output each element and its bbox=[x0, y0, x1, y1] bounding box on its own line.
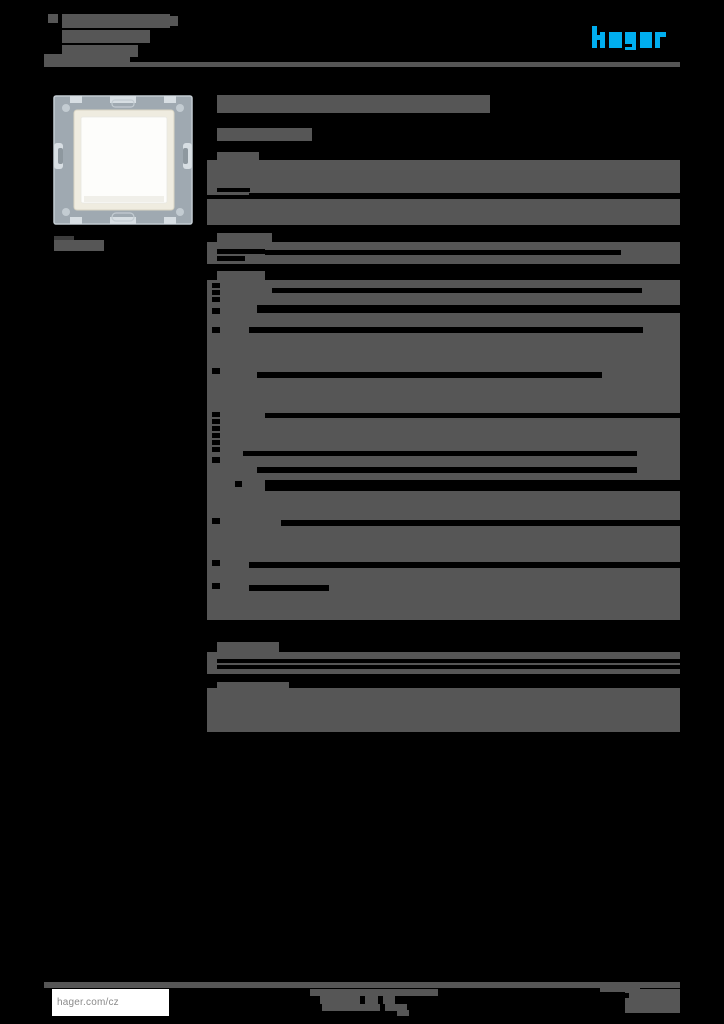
value-gap bbox=[265, 250, 621, 255]
value-gap bbox=[257, 305, 680, 313]
section-title bbox=[217, 642, 279, 652]
footer-note-line bbox=[383, 996, 395, 1004]
row-gap bbox=[212, 583, 220, 589]
footer-note-line bbox=[320, 996, 360, 1004]
main-heading bbox=[217, 95, 490, 113]
row-gap bbox=[212, 308, 220, 314]
value-gap bbox=[272, 288, 642, 293]
row-gap bbox=[212, 433, 220, 438]
row-gap bbox=[212, 368, 220, 374]
table-row bbox=[207, 160, 680, 195]
product-caption-mark bbox=[54, 236, 74, 241]
section-title bbox=[217, 271, 265, 280]
product-image bbox=[48, 88, 198, 230]
row-gap bbox=[217, 249, 265, 254]
row-gap bbox=[212, 560, 220, 566]
header-title-fragment bbox=[48, 14, 58, 23]
value-gap bbox=[265, 413, 680, 418]
row-gap bbox=[212, 412, 220, 417]
row-gap bbox=[217, 256, 245, 261]
hager-logo bbox=[592, 26, 676, 52]
row-gap bbox=[212, 290, 220, 295]
value-gap bbox=[243, 451, 637, 456]
value-gap bbox=[257, 372, 602, 378]
header-rule bbox=[44, 62, 680, 67]
section-title bbox=[217, 152, 259, 160]
row-gap bbox=[212, 447, 220, 452]
value-gap bbox=[249, 562, 680, 568]
row-gap bbox=[212, 327, 220, 333]
bullet-marker bbox=[235, 481, 242, 487]
footer-note-line bbox=[322, 1004, 380, 1011]
row-gap bbox=[217, 188, 250, 192]
row-gap bbox=[212, 419, 220, 424]
row-gap bbox=[249, 193, 680, 197]
footer-rule bbox=[44, 982, 680, 988]
row-gap bbox=[212, 283, 220, 288]
footer-url-link[interactable]: hager.com/cz bbox=[52, 989, 169, 1016]
section-title bbox=[217, 682, 289, 692]
page-number-gap bbox=[625, 993, 629, 998]
footer-right-bar bbox=[600, 986, 640, 992]
row-gap bbox=[217, 665, 289, 669]
page-title-line-2 bbox=[62, 30, 150, 43]
footer-note-line bbox=[365, 996, 378, 1004]
row-gap bbox=[212, 457, 220, 463]
row-gap bbox=[212, 440, 220, 445]
article-code bbox=[152, 16, 178, 26]
header-rule-lead bbox=[44, 54, 130, 62]
page-title-line-1 bbox=[62, 14, 170, 28]
main-subheading bbox=[217, 128, 312, 141]
value-gap bbox=[265, 480, 680, 491]
value-gap bbox=[281, 520, 680, 526]
row-gap bbox=[212, 297, 220, 302]
table-row bbox=[207, 652, 680, 674]
value-gap bbox=[289, 665, 680, 669]
value-gap bbox=[257, 467, 637, 473]
product-caption bbox=[54, 240, 104, 251]
row-gap bbox=[217, 659, 289, 663]
table-row bbox=[207, 688, 680, 732]
footer-page-number bbox=[625, 989, 680, 1013]
table-row bbox=[207, 199, 680, 225]
section-title bbox=[217, 233, 272, 242]
row-gap bbox=[212, 518, 220, 524]
value-gap bbox=[289, 659, 680, 663]
footer-note bbox=[310, 989, 438, 996]
spec-table bbox=[207, 0, 680, 1024]
row-gap bbox=[212, 426, 220, 431]
footer-note-line bbox=[397, 1010, 409, 1016]
value-gap bbox=[249, 327, 643, 333]
value-gap bbox=[249, 585, 329, 591]
footer-note-line bbox=[385, 1004, 407, 1011]
